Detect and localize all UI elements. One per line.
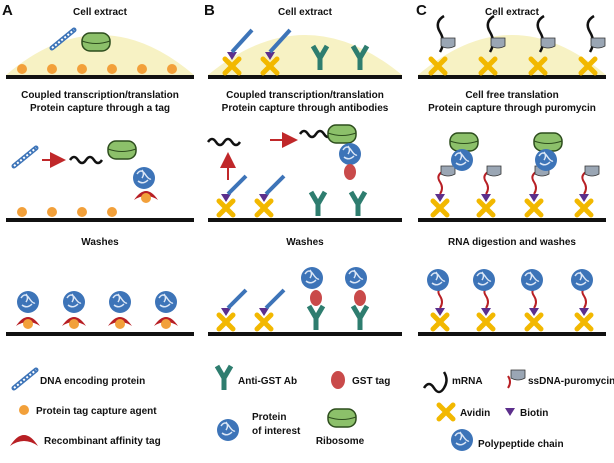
legend-affinity-tag-icon — [10, 435, 38, 446]
panel-b-step3: Washes — [286, 237, 324, 248]
surface-a2 — [6, 218, 194, 222]
legend-ssdna-icon — [510, 369, 526, 381]
legend-polypeptide-label: Polypeptide chain — [478, 439, 564, 450]
legend-protein-label-1: Protein — [252, 412, 286, 423]
cell-extract-dome-c — [418, 35, 606, 75]
legend-polypeptide-icon — [450, 428, 474, 452]
panel-b-step2-line1: Coupled transcription/translation — [226, 90, 384, 101]
panel-b-row2 — [206, 124, 365, 216]
surface-a1 — [6, 75, 194, 79]
legend-gst-tag-icon — [331, 371, 345, 389]
legend-ribosome-label: Ribosome — [316, 436, 365, 447]
legend-biotin-label: Biotin — [520, 408, 548, 419]
panel-b-step2-line2: Protein capture through antibodies — [222, 103, 389, 114]
panel-a-row1 — [17, 30, 177, 74]
panel-c-step3: RNA digestion and washes — [448, 237, 576, 248]
legend-protein-icon — [216, 418, 240, 442]
panel-letter-b: B — [204, 2, 215, 19]
legend-tag-capture-label: Protein tag capture agent — [36, 406, 157, 417]
panel-a-title: Cell extract — [73, 7, 128, 18]
legend-dna-label: DNA encoding protein — [40, 376, 145, 387]
legend-avidin-icon — [439, 405, 453, 419]
panel-c-row1 — [431, 14, 606, 73]
legend-anti-gst-label: Anti-GST Ab — [238, 376, 297, 387]
cell-extract-dome-b — [208, 35, 402, 75]
legend-mrna-icon — [422, 371, 448, 394]
panel-c-step2-line2: Protein capture through puromycin — [428, 103, 596, 114]
panel-c-row3 — [426, 268, 594, 329]
surface-c3 — [418, 332, 606, 336]
panel-a-step3: Washes — [81, 237, 119, 248]
panel-a-step2-line1: Coupled transcription/translation — [21, 90, 179, 101]
panel-letter-c: C — [416, 2, 427, 19]
surface-c1 — [418, 75, 606, 79]
legend-avidin-label: Avidin — [460, 408, 490, 419]
panel-a-row3 — [16, 290, 178, 329]
panel-c-step2-line1: Cell free translation — [465, 90, 558, 101]
panel-c-row2 — [433, 132, 600, 215]
legend-mrna-label: mRNA — [452, 376, 483, 387]
surface-a3 — [6, 332, 194, 336]
legend-ribosome-icon — [327, 408, 357, 428]
legend-protein-label-2: of interest — [252, 426, 301, 437]
panel-a-step2-line2: Protein capture through a tag — [30, 103, 170, 114]
legend-dna-icon — [14, 370, 36, 388]
legend-ssdna-line-icon — [507, 375, 511, 389]
legend-gst-tag-label: GST tag — [352, 376, 390, 387]
legend-tag-capture-icon — [19, 405, 29, 415]
legend-biotin-icon — [505, 408, 515, 416]
legend-anti-gst-icon — [217, 366, 231, 390]
panel-b-title: Cell extract — [278, 7, 333, 18]
panel-b-row1 — [225, 28, 367, 73]
legend-affinity-tag-label: Recombinant affinity tag — [44, 436, 161, 447]
panel-letter-a: A — [2, 2, 13, 19]
surface-b1 — [208, 75, 402, 79]
surface-c2 — [418, 218, 606, 222]
surface-b2 — [208, 218, 402, 222]
panel-c-title: Cell extract — [485, 7, 540, 18]
panel-b-row3 — [219, 266, 367, 330]
panel-a-row2 — [14, 140, 158, 217]
legend-ssdna-label: ssDNA-puromycin — [528, 376, 614, 387]
surface-b3 — [208, 332, 402, 336]
